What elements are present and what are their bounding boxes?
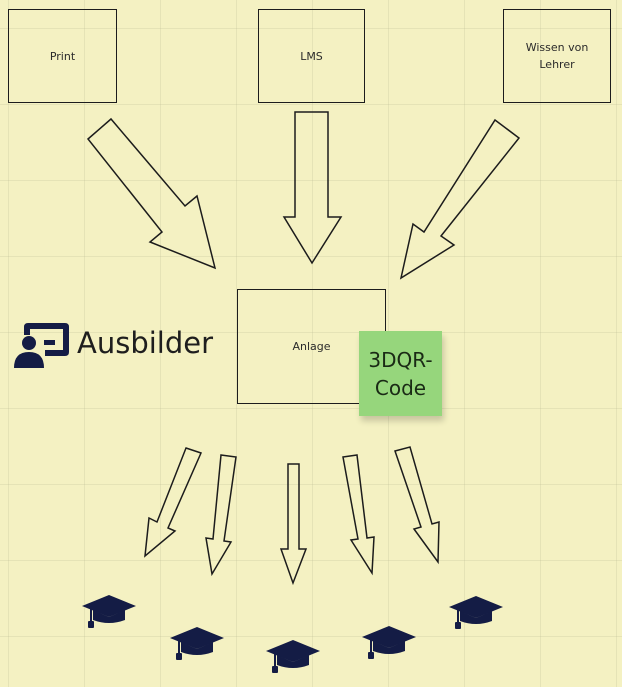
node-print-label: Print <box>49 49 76 63</box>
graduation-cap-icon <box>82 595 136 628</box>
arrow-to-student-4 <box>342 454 375 576</box>
sticky-note-text: 3DQR-Code <box>368 347 433 400</box>
arrow-print-to-anlage <box>86 117 217 270</box>
node-wissen-label: Wissen von Lehrer <box>525 41 589 71</box>
ausbilder-label: Ausbilder <box>77 326 214 360</box>
sticky-note-3dqr-code[interactable]: 3DQR-Code <box>359 331 442 416</box>
node-print[interactable]: Print <box>8 9 117 103</box>
arrow-to-student-5 <box>394 446 440 565</box>
arrow-to-student-3 <box>279 463 308 586</box>
node-lms-label: LMS <box>300 49 323 63</box>
node-lms[interactable]: LMS <box>258 9 365 103</box>
graduation-cap-icon <box>362 626 416 659</box>
node-anlage-label: Anlage <box>292 340 331 353</box>
graduation-cap-icon <box>266 640 320 673</box>
graduation-cap-icon <box>449 596 503 629</box>
node-wissen-von-lehrer[interactable]: Wissen von Lehrer <box>503 9 611 103</box>
arrow-to-student-2 <box>205 454 237 577</box>
arrow-to-student-1 <box>144 447 203 558</box>
arrow-wissen-to-anlage <box>399 118 521 280</box>
teacher-icon <box>14 323 69 368</box>
graduation-cap-icon <box>170 627 224 660</box>
arrow-lms-to-anlage <box>282 111 343 265</box>
